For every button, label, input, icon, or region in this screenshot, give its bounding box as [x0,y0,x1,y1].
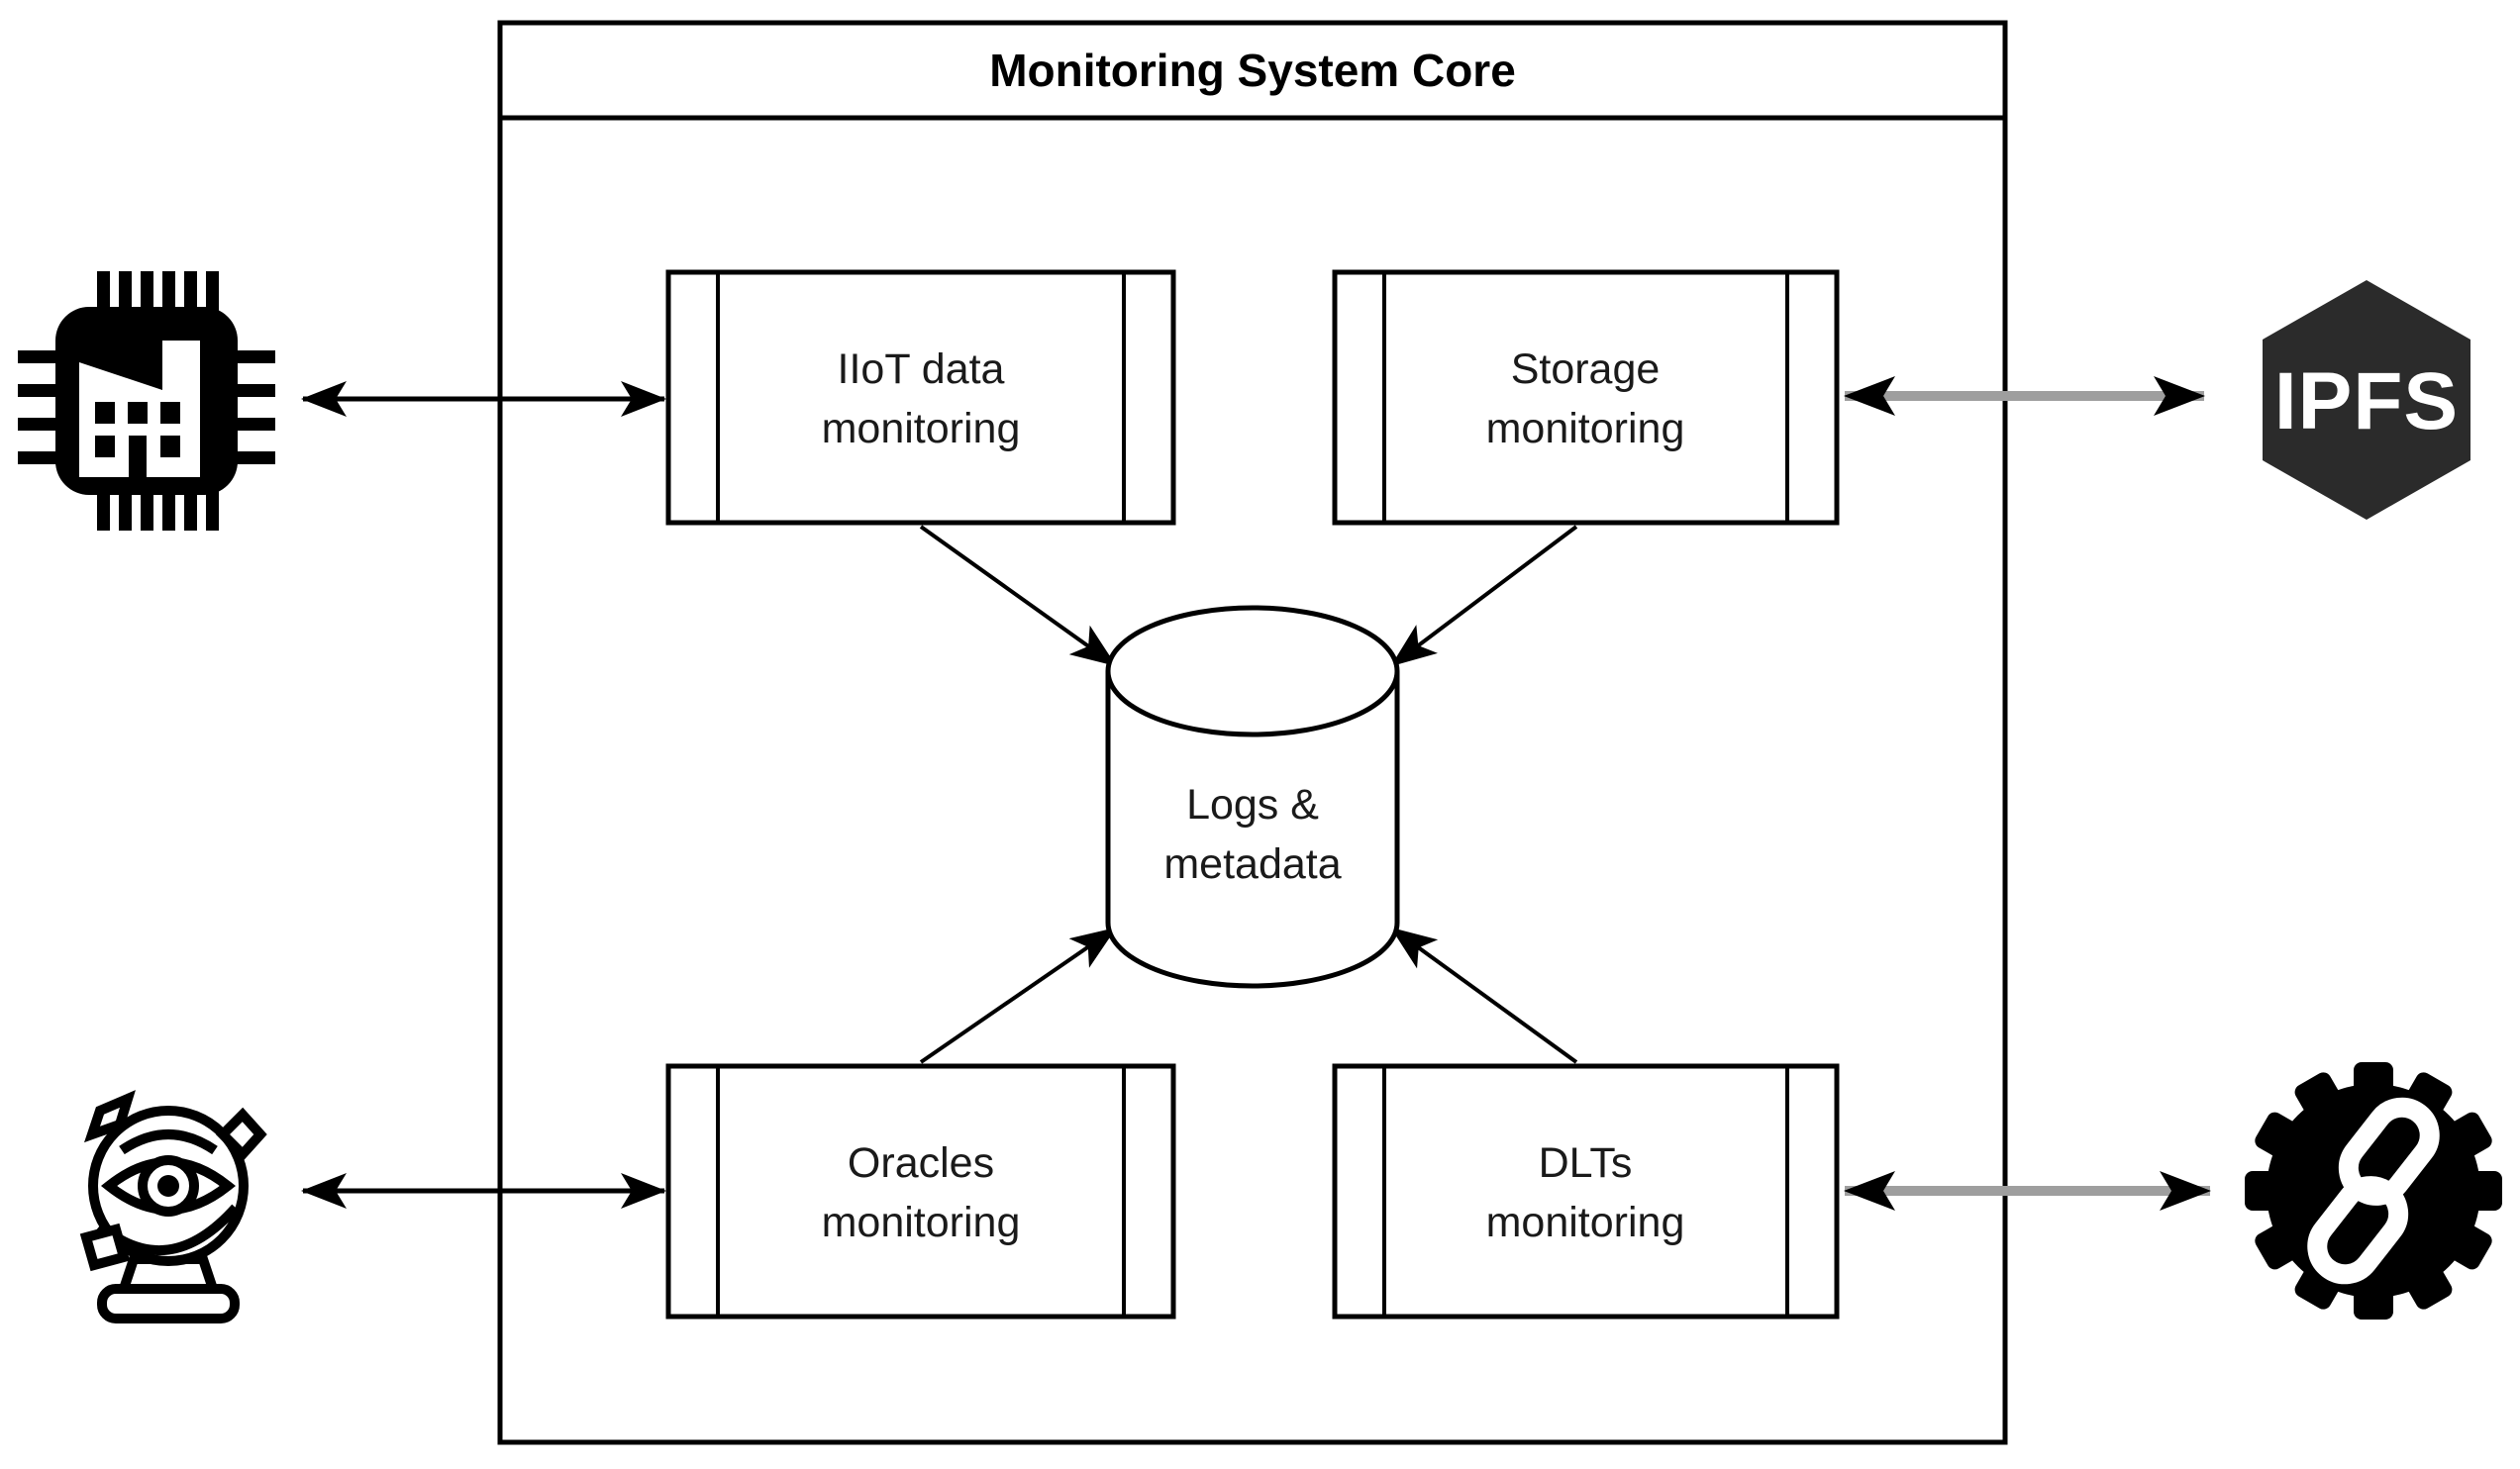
sparkle-top-left [84,1090,136,1143]
dlts-box-label-line1: DLTs [1539,1139,1633,1187]
blockchain-gear-chainlink-icon [2245,1062,2502,1320]
factory-windows [95,402,180,477]
cylinder-top [1105,605,1400,737]
database-label-line1: Logs & [1186,781,1319,829]
arrow-oracles-monitoring-to-logs [919,927,1117,1064]
sphere-highlight-arc [119,1129,218,1155]
dlts-box-label-line2: monitoring [1486,1199,1685,1246]
ipfs-hexagon-icon: IPFS [2263,280,2470,520]
oracles-box-label-line1: Oracles [848,1139,994,1187]
oracle-crystal-ball-eye-icon [79,1090,267,1323]
component-storage-monitoring: Storage monitoring [1332,269,1840,526]
monitoring-system-core-container: Monitoring System Core [497,20,2008,1445]
storage-box-label-line2: monitoring [1486,405,1685,452]
chain-link-glyph [2307,1097,2440,1285]
ipfs-label: IPFS [2274,356,2459,446]
sparkle-top-right [215,1107,267,1162]
chip-pins [18,271,275,531]
oracles-box-label-line2: monitoring [822,1199,1021,1246]
storage-box-label-line1: Storage [1511,345,1661,393]
arrow-dlts-monitoring-to-logs [1390,927,1578,1064]
iiot-box-label-line1: IIoT data [838,345,1005,393]
component-oracles-monitoring: Oracles monitoring [665,1063,1176,1320]
container-border [497,20,2008,1445]
eye-pupil [157,1175,179,1197]
component-iiot-data-monitoring: IIoT data monitoring [665,269,1176,526]
ipfs-hexagon [2263,280,2470,520]
cylinder-body [1105,671,1400,989]
logs-metadata-database-cylinder: Logs & metadata [1105,605,1400,989]
arrow-iiot-monitoring-to-logs [919,525,1117,667]
container-title: Monitoring System Core [989,45,1516,96]
iiot-box-label-line2: monitoring [822,405,1021,452]
ribbon-bottom-left [79,1223,131,1272]
arrow-storage-monitoring-to-logs [1390,525,1578,667]
component-dlts-monitoring: DLTs monitoring [1332,1063,1840,1320]
iiot-chip-factory-icon [18,271,275,531]
database-label-line2: metadata [1163,840,1341,888]
crystal-ball-base [97,1284,240,1323]
